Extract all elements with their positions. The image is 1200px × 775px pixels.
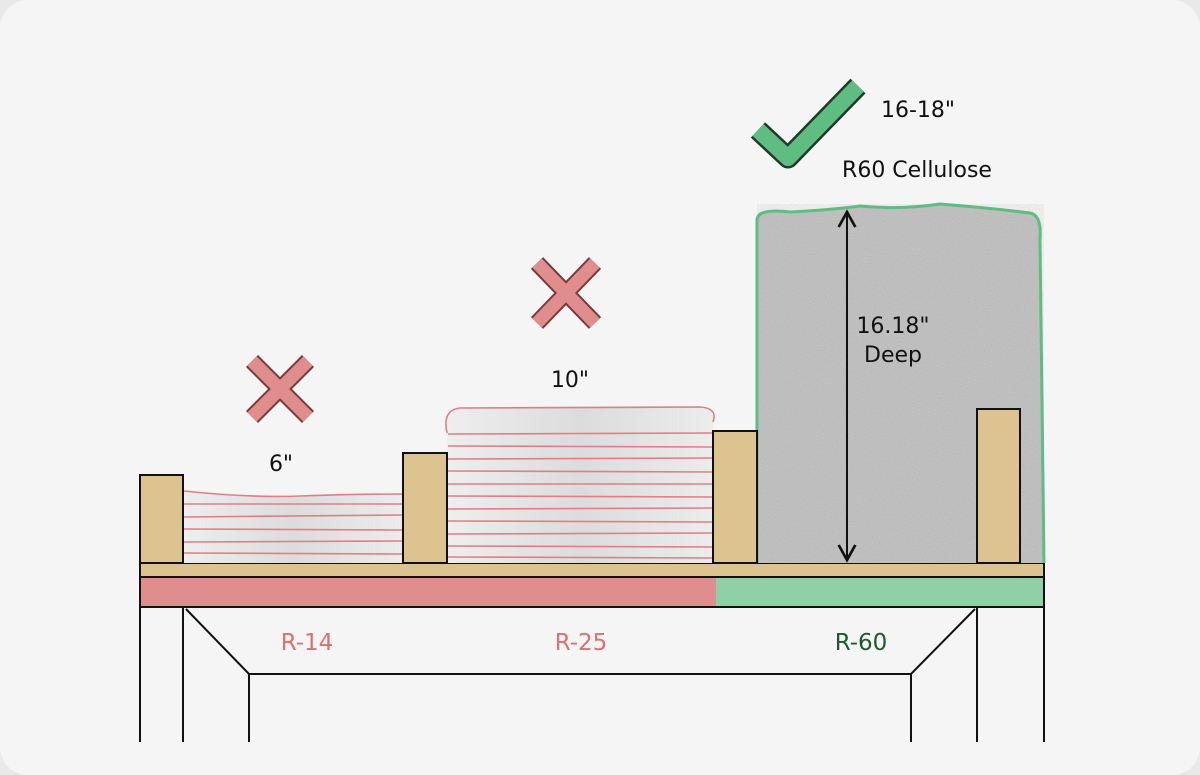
r60-label: R-60: [835, 630, 888, 656]
joist-1: [139, 474, 184, 564]
cross-icon: [245, 354, 315, 424]
cellulose-title: R60 Cellulose: [842, 158, 992, 183]
checkmark-icon: [750, 78, 866, 169]
r-value-bar-good: [716, 577, 1044, 607]
joist-3: [712, 430, 758, 564]
depth-label-10in: 10": [551, 368, 589, 393]
insulation-6in: [183, 490, 404, 563]
depth-caption: Deep: [864, 343, 922, 368]
ceiling-plate: [139, 562, 1045, 578]
r14-label: R-14: [281, 630, 334, 656]
insulation-10in: [445, 406, 715, 563]
r-value-bar-bad: [140, 577, 716, 607]
r25-label: R-25: [555, 630, 608, 656]
joist-4: [976, 408, 1021, 564]
depth-label-6in: 6": [269, 452, 293, 477]
depth-label-16-18in: 16-18": [881, 98, 955, 123]
insulation-cellulose: [755, 202, 1046, 564]
cross-icon: [530, 257, 602, 329]
joist-2: [402, 452, 448, 564]
depth-value: 16.18": [856, 314, 929, 339]
truss-outline: [139, 605, 1045, 742]
joists: [139, 408, 1021, 564]
